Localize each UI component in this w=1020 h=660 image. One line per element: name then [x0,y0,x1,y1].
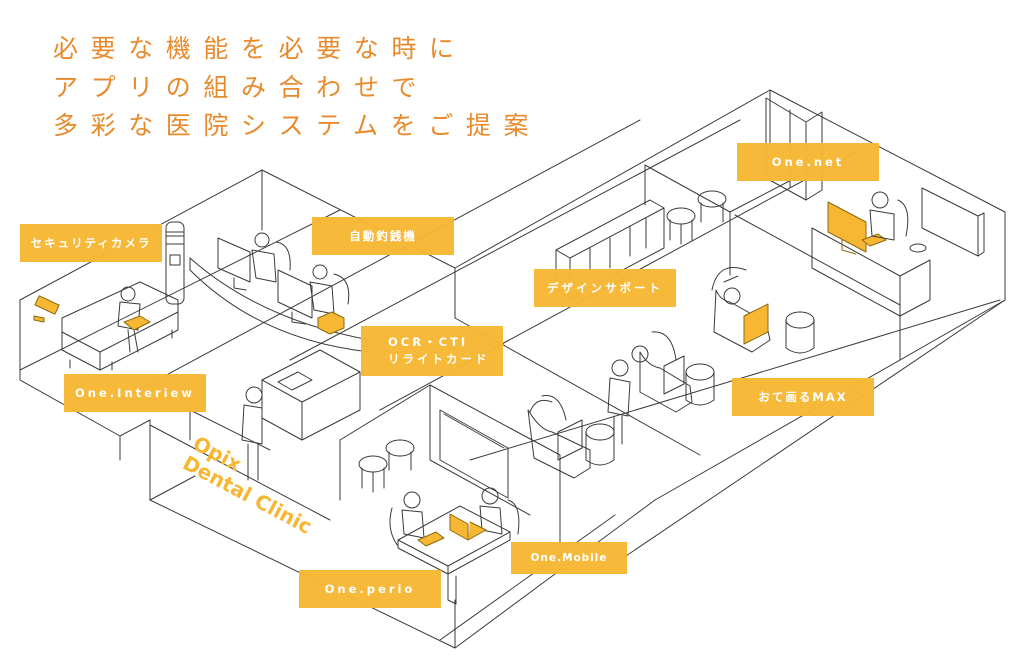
label-design-support-text: デザインサポート [547,280,663,295]
label-one-net[interactable]: One.net [737,143,879,181]
label-otegaru-max-text: おて画るMAX [758,389,848,404]
label-one-mobile[interactable]: One.Mobile [511,542,627,574]
label-one-interview-text: One.Interiew [75,385,195,400]
reception-counter-drawing [189,232,371,481]
label-ocr-cti[interactable]: OCR・CTI リライトカード [361,326,503,376]
label-auto-change-machine-text: 自動釣銭機 [349,228,417,243]
dental-units-drawing [527,267,815,479]
counseling-room-drawing [358,409,520,605]
headline: 必要な機能を必要な時に アプリの組み合わせで 多彩な医院システムをご提案 [53,30,541,146]
label-security-camera-text: セキュリティカメラ [30,235,152,250]
label-one-interview[interactable]: One.Interiew [64,374,206,412]
label-ocr-cti-text: OCR・CTI [388,335,469,349]
headline-line-2: アプリの組み合わせで [53,72,430,102]
label-design-support[interactable]: デザインサポート [534,269,676,307]
label-otegaru-max[interactable]: おて画るMAX [732,378,874,416]
label-auto-change-machine[interactable]: 自動釣銭機 [312,217,454,255]
headline-line-3: 多彩な医院システムをご提案 [53,111,542,140]
waiting-area-drawing [33,221,185,371]
label-security-camera[interactable]: セキュリティカメラ [20,224,162,262]
label-one-net-text: One.net [771,154,845,169]
label-one-perio-text: One.perio [324,581,416,596]
office-area-drawing [765,97,985,317]
label-one-perio[interactable]: One.perio [299,570,441,608]
headline-line-1: 必要な機能を必要な時に [53,34,467,63]
label-one-mobile-text: One.Mobile [530,551,608,564]
label-rewritable-card-text: リライトカード [388,352,490,366]
